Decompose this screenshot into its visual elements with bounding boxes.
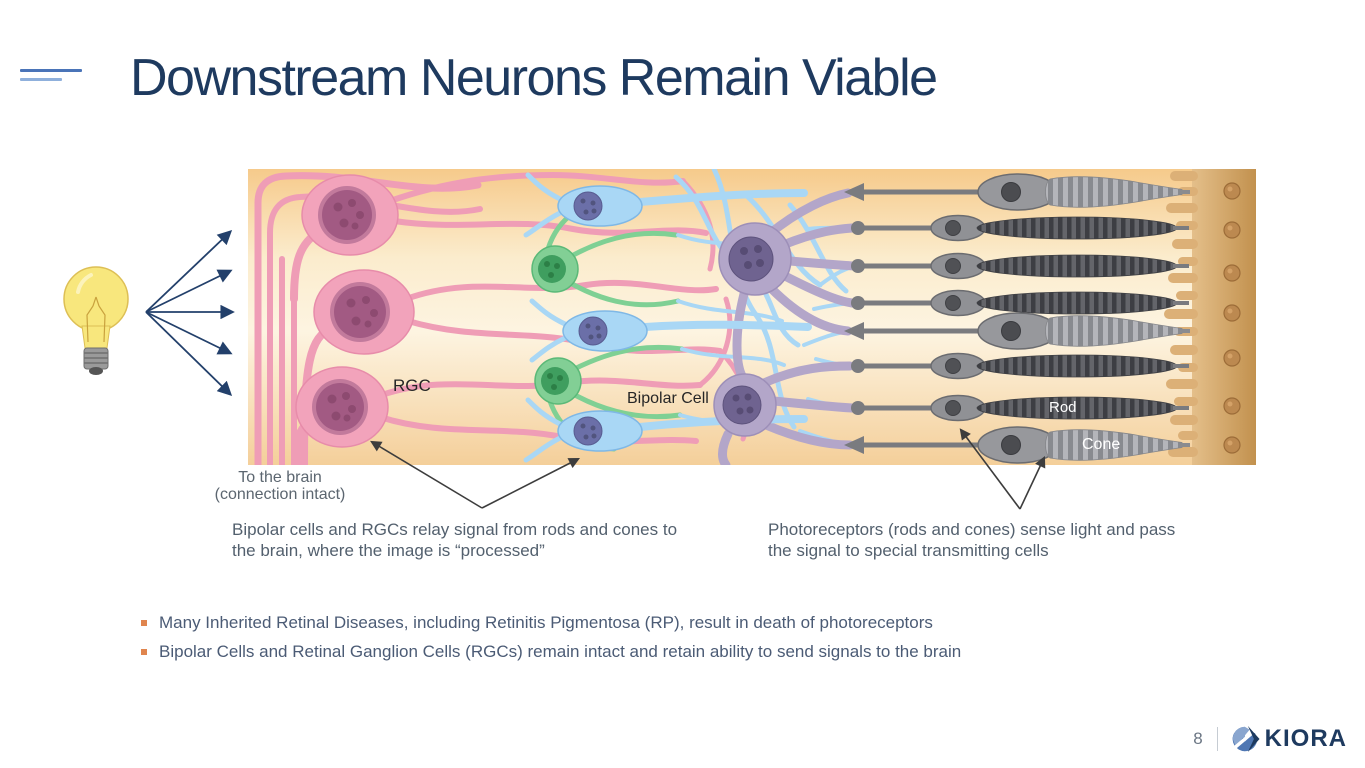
- cone-label: Cone: [1082, 436, 1121, 453]
- light-ray: [145, 311, 233, 397]
- bullet-marker: [141, 649, 147, 655]
- bullet-text: Bipolar Cells and Retinal Ganglion Cells…: [159, 642, 962, 661]
- retina-diagram: RGC Bipolar Cell Rod Cone: [248, 169, 1256, 465]
- kiora-logo-icon: [1229, 725, 1260, 753]
- bipolar-cell-label: Bipolar Cell: [627, 390, 709, 407]
- rgc-label: RGC: [393, 376, 431, 395]
- caption-left-line2: the brain, where the image is “processed…: [232, 541, 545, 560]
- rod-cells: [851, 214, 1189, 422]
- caption-left-line1: Bipolar cells and RGCs relay signal from…: [232, 520, 678, 539]
- rgc-cells: [295, 174, 415, 448]
- horizontal-cells: [713, 222, 792, 437]
- rpe-nuclei: [1223, 182, 1241, 454]
- retina-illustration: [248, 169, 1256, 465]
- arrow-to-cone: [1019, 455, 1046, 510]
- kiora-logo: KIORA: [1229, 724, 1347, 754]
- arrow-to-bipolar: [481, 457, 580, 509]
- horizontal-cell-fibers: [718, 188, 859, 465]
- light-ray: [145, 269, 233, 313]
- accent-line-top: [20, 69, 82, 72]
- amacrine-cells: [531, 245, 582, 405]
- caption-right-line2: the signal to special transmitting cells: [768, 541, 1049, 560]
- bullet-item: Bipolar Cells and Retinal Ganglion Cells…: [141, 638, 961, 666]
- bullet-item: Many Inherited Retinal Diseases, includi…: [141, 609, 961, 637]
- cone-cells: [844, 173, 1190, 464]
- accent-line-bottom: [20, 78, 62, 81]
- to-the-brain-line2: (connection intact): [214, 486, 346, 503]
- caption-right: Photoreceptors (rods and cones) sense li…: [768, 519, 1268, 561]
- light-bulb-icon: [63, 266, 129, 375]
- light-ray: [145, 230, 233, 313]
- caption-right-line1: Photoreceptors (rods and cones) sense li…: [768, 520, 1176, 539]
- to-the-brain-note: To the brain (connection intact): [195, 469, 365, 503]
- caption-left: Bipolar cells and RGCs relay signal from…: [232, 519, 752, 561]
- light-ray: [145, 311, 233, 355]
- page-title: Downstream Neurons Remain Viable: [130, 49, 938, 107]
- light-rays: [145, 230, 235, 397]
- bullet-text: Many Inherited Retinal Diseases, includi…: [159, 613, 933, 632]
- rod-label: Rod: [1049, 399, 1077, 416]
- bullet-marker: [141, 620, 147, 626]
- bullet-list: Many Inherited Retinal Diseases, includi…: [141, 609, 961, 667]
- to-the-brain-line1: To the brain: [238, 469, 322, 486]
- footer: 8 KIORA: [1193, 724, 1347, 754]
- rpe-layer: [1164, 169, 1256, 465]
- kiora-logo-text: KIORA: [1264, 725, 1347, 752]
- page-number: 8: [1193, 729, 1203, 748]
- footer-divider: [1216, 727, 1218, 751]
